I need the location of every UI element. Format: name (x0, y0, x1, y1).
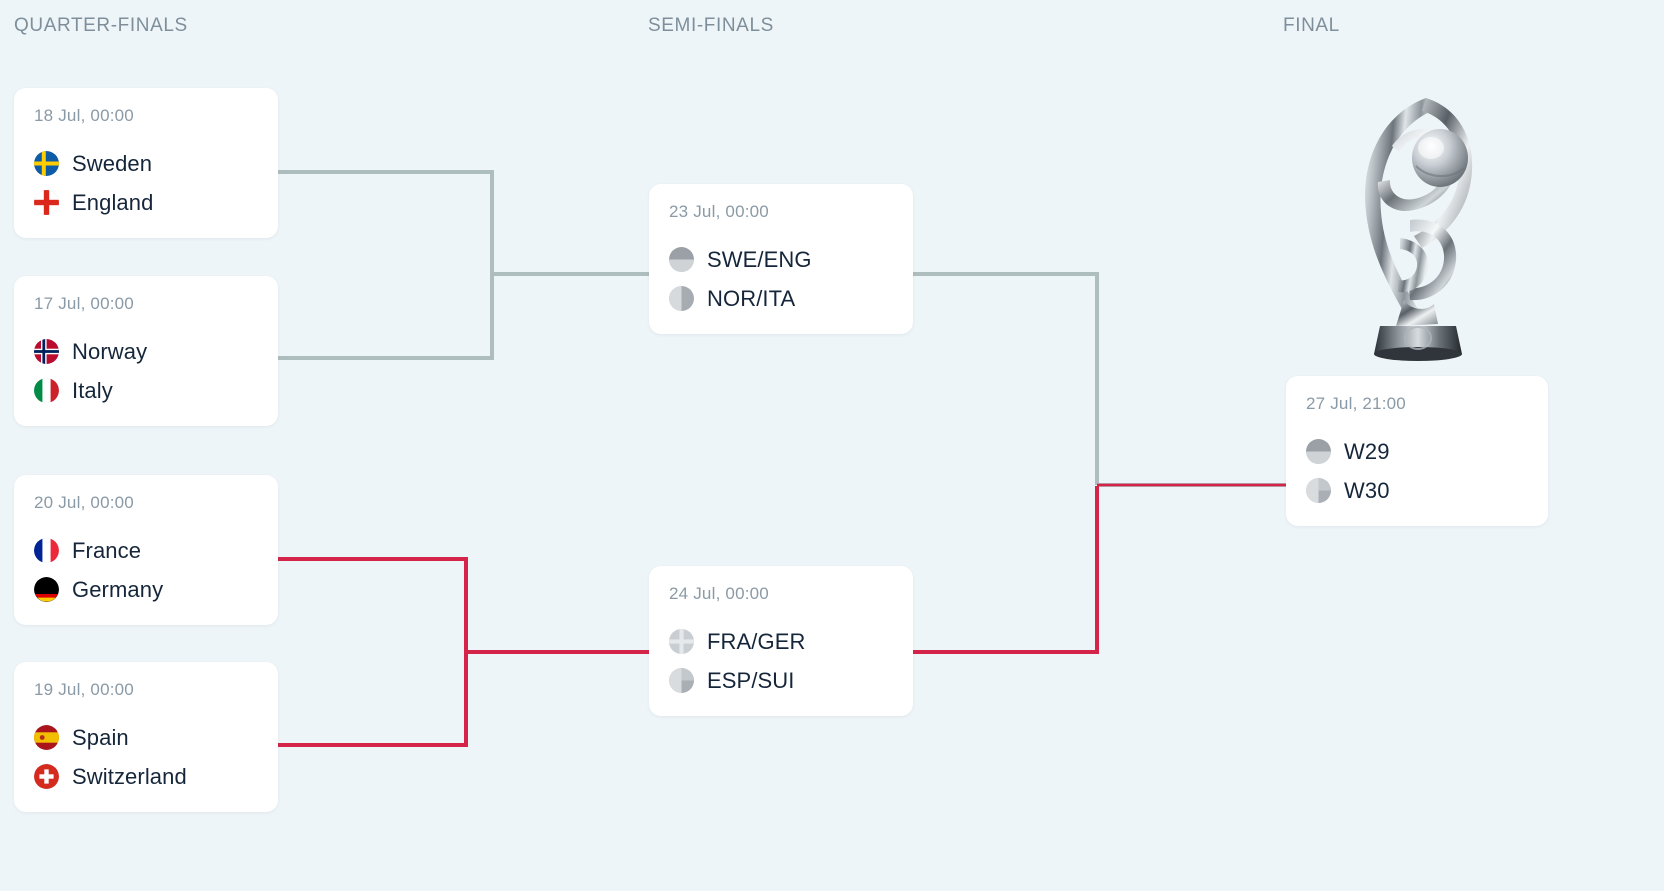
team-row[interactable]: NOR/ITA (669, 279, 893, 318)
match-card-sf2[interactable]: 24 Jul, 00:00 FRA/GER ESP/SUI (649, 566, 913, 716)
team-row[interactable]: ESP/SUI (669, 661, 893, 700)
flag-spain-icon (34, 725, 59, 750)
team-name: W29 (1344, 438, 1390, 464)
match-date: 27 Jul, 21:00 (1306, 394, 1406, 413)
match-card-sf1[interactable]: 23 Jul, 00:00 SWE/ENG NOR/ITA (649, 184, 913, 334)
flag-italy-icon (34, 378, 59, 403)
team-row[interactable]: SWE/ENG (669, 240, 893, 279)
team-row[interactable]: Spain (34, 718, 258, 757)
connector-sf1-to-final (913, 272, 1099, 485)
flag-england-icon (34, 190, 59, 215)
flag-sweden-icon (34, 151, 59, 176)
round-header-semi-finals: SEMI-FINALS (648, 15, 774, 36)
uefa-womens-euro-trophy-icon (1365, 98, 1473, 361)
team-name: Italy (72, 377, 113, 403)
placeholder-vertical-icon (669, 286, 694, 311)
match-card-qf3[interactable]: 20 Jul, 00:00 France Germany (14, 475, 278, 625)
team-name: France (72, 537, 142, 563)
team-name: Germany (72, 576, 164, 602)
team-name: W30 (1344, 477, 1390, 503)
match-date: 20 Jul, 00:00 (34, 493, 134, 512)
trophy-band-inner-upper (1377, 129, 1457, 211)
trophy-neck (1396, 300, 1438, 326)
match-date: 17 Jul, 00:00 (34, 294, 134, 313)
round-header-quarter-finals: QUARTER-FINALS (14, 15, 188, 36)
connector-qf3-qf4 (277, 557, 468, 747)
placeholder-quarter-icon (1306, 478, 1331, 503)
team-row[interactable]: W30 (1306, 471, 1528, 510)
team-name: FRA/GER (707, 628, 806, 654)
placeholder-quarter-icon (669, 668, 694, 693)
team-name: ESP/SUI (707, 667, 795, 693)
trophy-base-bottom (1374, 347, 1462, 361)
team-row[interactable]: FRA/GER (669, 622, 893, 661)
team-row[interactable]: Norway (34, 332, 258, 371)
trophy-band-lower-loop (1409, 219, 1457, 301)
team-name: Norway (72, 338, 148, 364)
team-name: SWE/ENG (707, 246, 812, 272)
trophy-orb (1412, 129, 1468, 187)
team-row[interactable]: Switzerland (34, 757, 258, 796)
match-date: 18 Jul, 00:00 (34, 106, 134, 125)
team-name: England (72, 189, 154, 215)
team-name: Switzerland (72, 763, 187, 789)
team-name: Spain (72, 724, 129, 750)
team-row[interactable]: Sweden (34, 144, 258, 183)
flag-germany-icon (34, 577, 59, 602)
placeholder-horizontal-icon (1306, 439, 1331, 464)
trophy-base (1374, 326, 1462, 354)
flag-switzerland-icon (34, 764, 59, 789)
match-card-qf4[interactable]: 19 Jul, 00:00 Spain Switzerland (14, 662, 278, 812)
trophy-band-outer-left (1365, 98, 1432, 320)
match-date: 23 Jul, 00:00 (669, 202, 769, 221)
team-row[interactable]: W29 (1306, 432, 1528, 471)
trophy-orb-highlight (1418, 137, 1444, 159)
match-date: 19 Jul, 00:00 (34, 680, 134, 699)
match-card-final[interactable]: 27 Jul, 21:00 W29 W30 (1286, 376, 1548, 526)
team-name: NOR/ITA (707, 285, 796, 311)
team-row[interactable]: Germany (34, 570, 258, 609)
placeholder-cross-icon (669, 629, 694, 654)
team-row[interactable]: France (34, 531, 258, 570)
placeholder-horizontal-icon (669, 247, 694, 272)
team-row[interactable]: Italy (34, 371, 258, 410)
connector-sf2-to-final (913, 486, 1099, 654)
trophy-band-lower-accent (1398, 238, 1429, 293)
trophy-base-emblem (1404, 326, 1432, 350)
match-card-qf1[interactable]: 18 Jul, 00:00 Sweden England (14, 88, 278, 238)
round-header-final: FINAL (1283, 15, 1340, 36)
match-card-qf2[interactable]: 17 Jul, 00:00 Norway Italy (14, 276, 278, 426)
match-date: 24 Jul, 00:00 (669, 584, 769, 603)
trophy-orb-seam (1415, 165, 1465, 178)
team-row[interactable]: England (34, 183, 258, 222)
flag-norway-icon (34, 339, 59, 364)
team-name: Sweden (72, 150, 153, 176)
connector-qf1-qf2 (277, 170, 494, 360)
flag-france-icon (34, 538, 59, 563)
